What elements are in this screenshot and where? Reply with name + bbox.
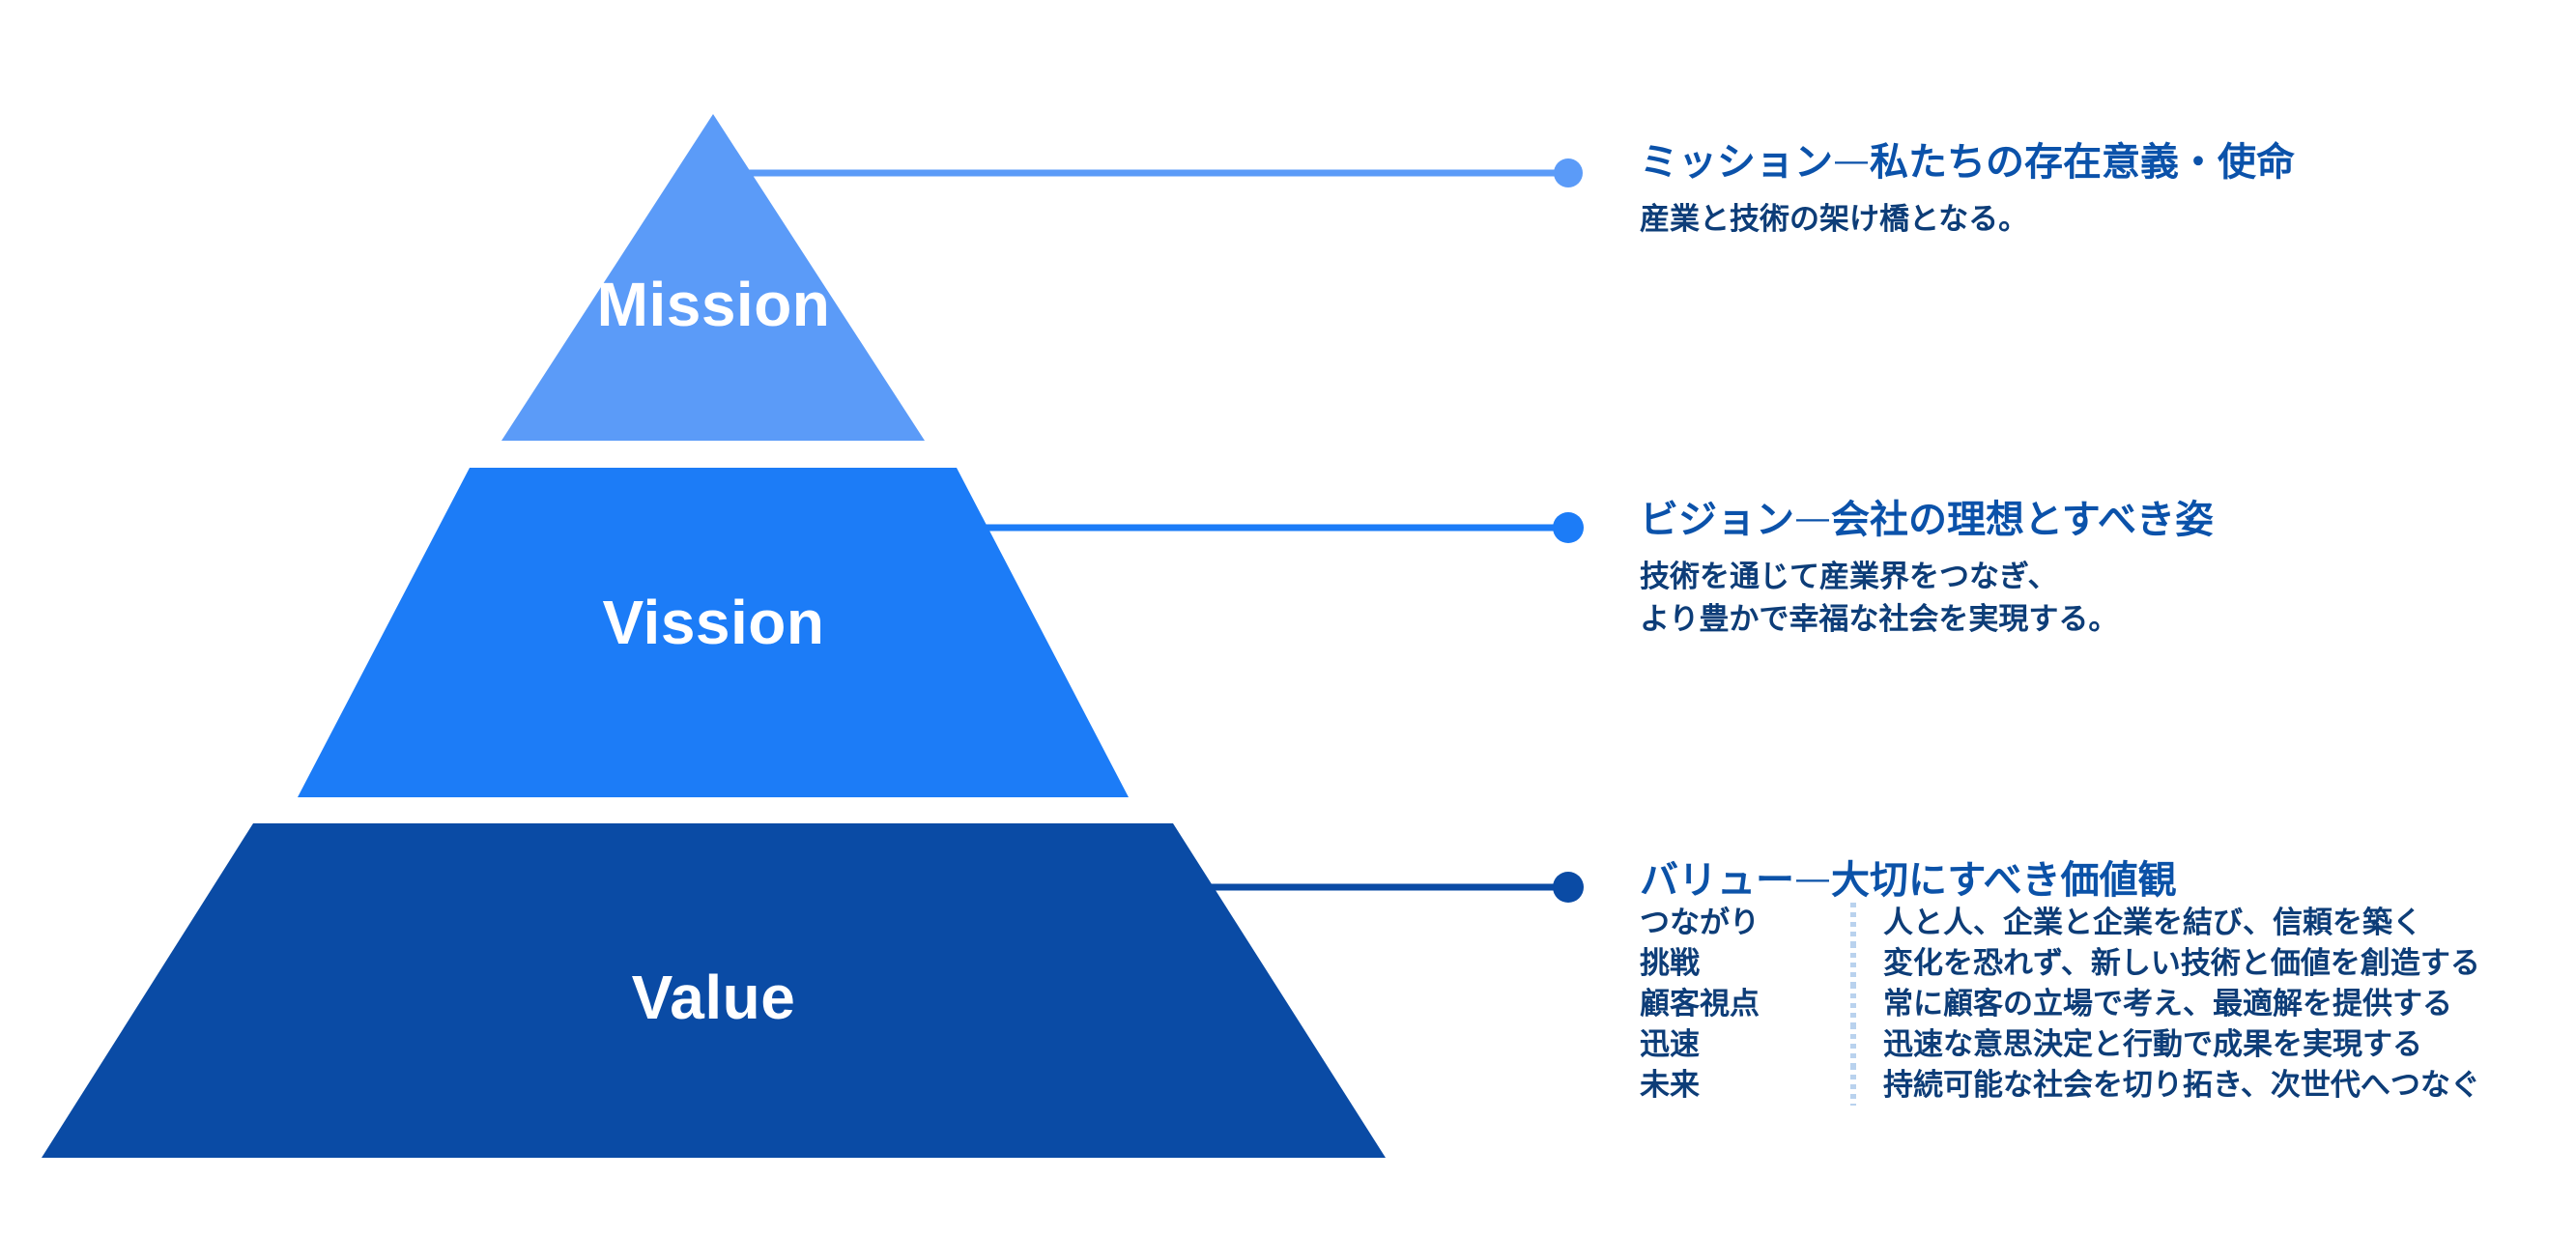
callout-heading-vision: ビジョン―会社の理想とすべき姿 xyxy=(1640,498,2214,542)
value-separator xyxy=(1841,984,1866,1024)
pyramid-tier-vission[interactable] xyxy=(298,468,1129,797)
pyramid-tier-mission[interactable] xyxy=(501,114,925,441)
table-row: 迅速 迅速な意思決定と行動で成果を実現する xyxy=(1640,1024,2480,1065)
pyramid-label-mission: Mission xyxy=(596,270,831,339)
callout-heading-mission-dash: ― xyxy=(1835,142,1868,179)
connector-dot-mission xyxy=(1554,158,1583,187)
value-desc: 持続可能な社会を切り拓き、次世代へつなぐ xyxy=(1883,1068,2480,1102)
value-separator xyxy=(1841,943,1866,984)
callout-body-vision: 技術を通じて産業界をつなぎ、 より豊かで幸福な社会を実現する。 xyxy=(1640,542,2214,641)
pyramid-tier-value[interactable] xyxy=(42,823,1386,1158)
value-key: 挑戦 xyxy=(1640,946,1700,980)
callout-heading-vision-dash: ― xyxy=(1796,500,1829,536)
callout-mission: ミッション―私たちの存在意義・使命 産業と技術の架け橋となる。 xyxy=(1640,140,2295,241)
callout-heading-value-dash: ― xyxy=(1796,860,1829,897)
value-key: 迅速 xyxy=(1640,1027,1700,1061)
table-row: 顧客視点 常に顧客の立場で考え、最適解を提供する xyxy=(1640,984,2480,1024)
table-row: 挑戦 変化を恐れず、新しい技術と価値を創造する xyxy=(1640,943,2480,984)
callout-heading-mission-right: 私たちの存在意義・使命 xyxy=(1870,141,2295,184)
value-separator xyxy=(1841,1024,1866,1065)
value-separator xyxy=(1841,1065,1866,1106)
value-table: つながり 人と人、企業と企業を結び、信頼を築く 挑戦 変化を恐れず、新しい技術と… xyxy=(1640,903,2480,1106)
callout-value: バリュー―大切にすべき価値観 つながり 人と人、企業と企業を結び、信頼を築く 挑… xyxy=(1640,858,2480,1106)
pyramid-label-value: Value xyxy=(631,963,796,1032)
callout-body-line: 技術を通じて産業界をつなぎ、 xyxy=(1640,560,2058,593)
callout-heading-value-right: 大切にすべき価値観 xyxy=(1831,859,2177,902)
value-desc: 変化を恐れず、新しい技術と価値を創造する xyxy=(1883,946,2480,980)
callout-heading-value: バリュー―大切にすべき価値観 xyxy=(1640,858,2480,903)
callout-heading-value-left: バリュー xyxy=(1640,859,1794,902)
callout-heading-vision-right: 会社の理想とすべき姿 xyxy=(1831,499,2214,541)
callout-heading-mission: ミッション―私たちの存在意義・使命 xyxy=(1640,140,2295,185)
callout-vision: ビジョン―会社の理想とすべき姿 技術を通じて産業界をつなぎ、 より豊かで幸福な社… xyxy=(1640,498,2214,641)
value-separator xyxy=(1841,903,1866,943)
callout-heading-vision-left: ビジョン xyxy=(1640,499,1794,541)
table-row: 未来 持続可能な社会を切り拓き、次世代へつなぐ xyxy=(1640,1065,2480,1106)
connector-dot-value xyxy=(1553,872,1584,903)
value-desc: 迅速な意思決定と行動で成果を実現する xyxy=(1883,1027,2422,1061)
callout-body-line: より豊かで幸福な社会を実現する。 xyxy=(1640,602,2119,637)
table-row: つながり 人と人、企業と企業を結び、信頼を築く xyxy=(1640,903,2480,943)
value-key: 未来 xyxy=(1640,1068,1700,1102)
callout-heading-mission-left: ミッション xyxy=(1640,141,1833,184)
value-desc: 人と人、企業と企業を結び、信頼を築く xyxy=(1883,906,2422,939)
callout-body-line: 産業と技術の架け橋となる。 xyxy=(1640,202,2029,236)
callout-body-mission: 産業と技術の架け橋となる。 xyxy=(1640,185,2295,241)
value-desc: 常に顧客の立場で考え、最適解を提供する xyxy=(1883,987,2452,1021)
value-key: 顧客視点 xyxy=(1640,987,1760,1021)
connector-dot-vision xyxy=(1553,512,1584,543)
value-key: つながり xyxy=(1640,906,1760,939)
pyramid-label-vission: Vission xyxy=(602,588,825,657)
